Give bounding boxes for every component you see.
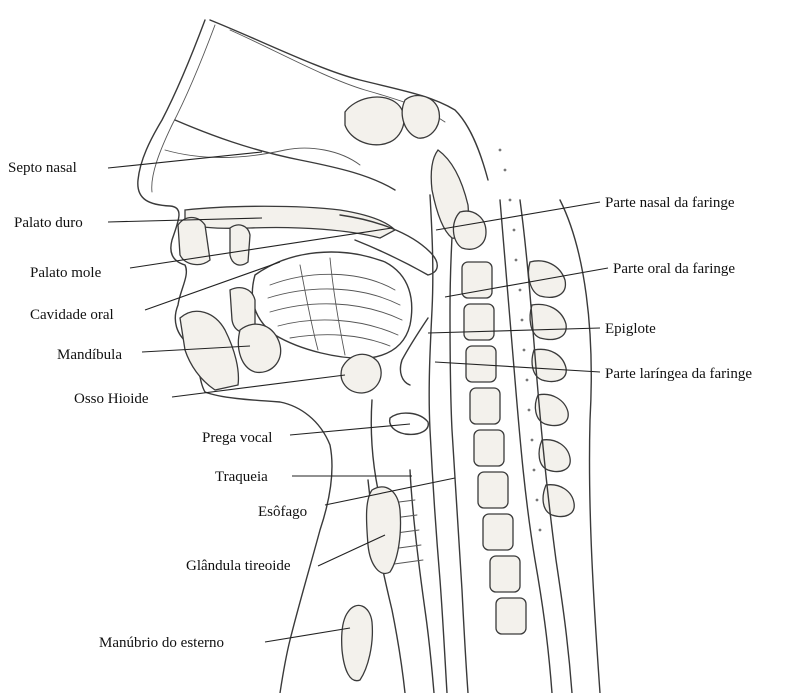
- leader-prega-vocal: [290, 424, 410, 435]
- label-epiglote: Epiglote: [605, 320, 656, 338]
- epiglottis-shape: [400, 318, 428, 385]
- hyoid-bone: [341, 354, 381, 393]
- manubrium-shape: [342, 605, 373, 680]
- sphenoid-sinus: [402, 96, 439, 139]
- sphenoid-bone: [345, 97, 404, 145]
- label-osso-hioide: Osso Hioide: [74, 390, 149, 408]
- label-parte-oral-da-faringe: Parte oral da faringe: [613, 260, 735, 278]
- label-parte-laringea-da-faringe: Parte laríngea da faringe: [605, 365, 752, 383]
- label-septo-nasal: Septo nasal: [8, 159, 77, 177]
- leader-osso-hioide: [172, 375, 345, 397]
- label-parte-nasal-da-faringe: Parte nasal da faringe: [605, 194, 735, 212]
- atlas: [453, 211, 486, 249]
- leader-palato-mole: [130, 228, 392, 268]
- leader-manubrio: [265, 628, 350, 642]
- pharynx-anterior-wall: [429, 195, 447, 693]
- face-profile-inner: [152, 25, 215, 192]
- thyroid-gland-shape: [367, 487, 401, 574]
- label-mandibula: Mandíbula: [57, 346, 122, 364]
- upper-tooth-2: [230, 225, 250, 265]
- leader-cavidade-oral: [145, 262, 280, 310]
- skin-back-of-neck: [560, 200, 600, 693]
- tongue-muscle-lines: [268, 258, 402, 355]
- mandible-body: [238, 324, 280, 372]
- label-traqueia: Traqueia: [215, 468, 268, 486]
- leader-parte-laringea: [435, 362, 600, 372]
- label-palato-duro: Palato duro: [14, 214, 83, 232]
- label-prega-vocal: Prega vocal: [202, 429, 272, 447]
- mandible-bone: [180, 311, 238, 390]
- leader-epiglote: [428, 328, 600, 333]
- label-esofago: Esôfago: [258, 503, 307, 521]
- hard-palate: [185, 206, 395, 238]
- label-glandula-tireoide: Glândula tireoide: [186, 557, 291, 575]
- label-palato-mole: Palato mole: [30, 264, 101, 282]
- label-manubrio-do-esterno: Manúbrio do esterno: [99, 634, 224, 652]
- upper-teeth: [178, 218, 210, 265]
- trachea-back: [410, 470, 434, 693]
- spinous-processes: [528, 261, 574, 517]
- label-cavidade-oral: Cavidade oral: [30, 306, 114, 324]
- cervical-vertebrae: [462, 262, 526, 634]
